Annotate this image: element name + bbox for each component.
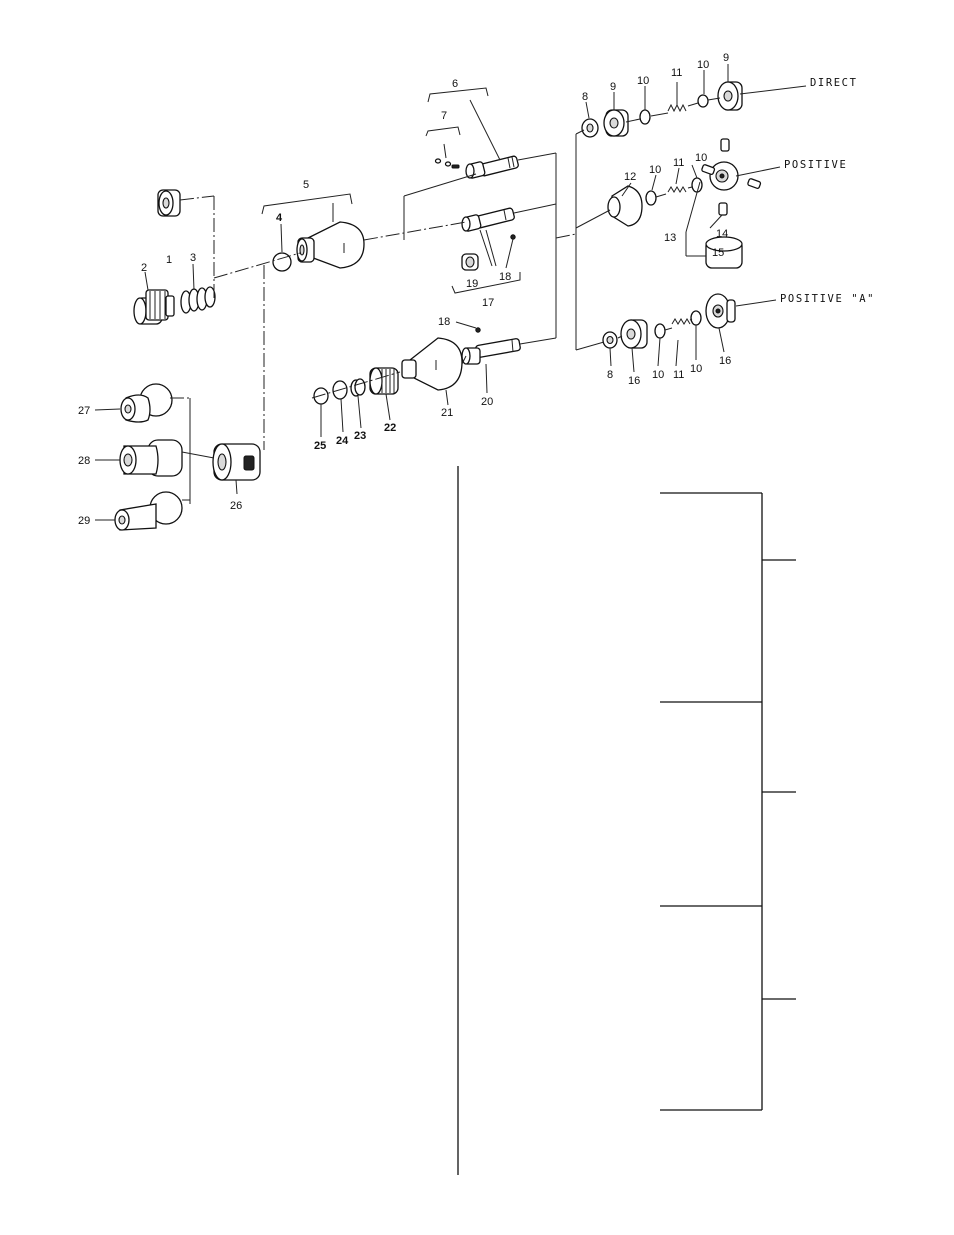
callout-24: 24 [336, 435, 349, 447]
part-3-spring [180, 286, 216, 314]
callout-1: 1 [166, 254, 172, 266]
part-25-ring [313, 387, 329, 405]
callout-19: 19 [466, 278, 478, 290]
part-end-cap [157, 189, 181, 217]
part-7-pins [434, 158, 460, 169]
part-12-clutch [607, 185, 643, 227]
callout-15: 15 [712, 247, 724, 259]
page-rules [457, 466, 796, 1175]
callout-5: 5 [303, 179, 309, 191]
part-10-ring-d [691, 177, 703, 193]
callout-16-right: 16 [719, 355, 731, 367]
part-16-clutch-left [620, 319, 648, 349]
parts-group [114, 81, 762, 531]
part-27-fitting [120, 383, 173, 423]
part-14-pins [701, 138, 762, 216]
callout-12: 12 [624, 171, 636, 183]
part-16-clutch-right [705, 293, 736, 329]
positive-a-clutch-row [602, 293, 736, 349]
callout-17: 17 [482, 297, 494, 309]
part-9-clutch-top-right [717, 81, 743, 111]
callout-labels: 1 2 3 4 5 6 7 8 9 10 11 10 9 DIRECT 10 1… [78, 52, 875, 527]
direct-clutch-row [581, 81, 743, 138]
callout-16-left: 16 [628, 375, 640, 387]
part-23-washer [350, 378, 366, 397]
callout-29: 29 [78, 515, 90, 527]
callout-4: 4 [276, 212, 283, 224]
callout-21: 21 [441, 407, 453, 419]
part-6-shaft [465, 155, 519, 179]
part-19-nut [461, 253, 479, 271]
callout-11-a: 11 [671, 67, 682, 79]
part-18-ball-lower [475, 327, 481, 333]
label-direct: DIRECT [810, 77, 858, 89]
callout-2: 2 [141, 262, 147, 274]
callout-11-c: 11 [673, 369, 684, 381]
callout-10-e: 10 [652, 369, 664, 381]
callout-9-top-right: 9 [723, 52, 729, 64]
callout-13: 13 [664, 232, 676, 244]
part-5-housing [296, 221, 365, 269]
callout-11-b: 11 [673, 157, 684, 169]
callout-8-bottom: 8 [607, 369, 613, 381]
part-15-sleeve [705, 236, 743, 269]
callout-6: 6 [452, 78, 458, 90]
part-10-ring-c [645, 190, 657, 206]
part-2-valve [133, 289, 175, 325]
callout-27: 27 [78, 405, 90, 417]
part-29-fitting [114, 491, 183, 531]
callout-18-lower: 18 [438, 316, 450, 328]
part-10-ring-f [690, 310, 702, 326]
callout-10-b: 10 [697, 59, 709, 71]
part-10-ring-a [639, 109, 651, 125]
callout-8-top: 8 [582, 91, 588, 103]
callout-9-top-left: 9 [610, 81, 616, 93]
part-9-clutch-top-left [603, 109, 629, 137]
callout-18-upper: 18 [499, 271, 511, 283]
callout-10-f: 10 [690, 363, 702, 375]
callout-26: 26 [230, 500, 242, 512]
label-positive: POSITIVE [784, 159, 847, 171]
positive-clutch-row [607, 138, 762, 269]
callout-22: 22 [384, 422, 396, 434]
part-28-fitting [119, 439, 183, 477]
callout-23: 23 [354, 430, 366, 442]
callout-25: 25 [314, 440, 326, 452]
callout-14: 14 [716, 228, 728, 240]
callout-10-d: 10 [695, 152, 707, 164]
label-positive-a: POSITIVE "A" [780, 293, 875, 305]
callout-28: 28 [78, 455, 90, 467]
callout-10-c: 10 [649, 164, 661, 176]
callout-20: 20 [481, 396, 493, 408]
part-20-shaft [461, 338, 521, 365]
part-11-spring-b [667, 186, 687, 193]
leader-lines [94, 64, 807, 521]
callout-3: 3 [190, 252, 196, 264]
part-10-ring-e [654, 323, 666, 339]
part-26-coupling [212, 443, 261, 481]
part-22-ring-gear [369, 367, 399, 395]
part-11-spring-c [671, 318, 691, 325]
part-10-ring-b [697, 94, 709, 108]
callout-10-a: 10 [637, 75, 649, 87]
part-21-housing [401, 337, 463, 391]
part-4-o-ring [272, 252, 292, 272]
part-18-ball-upper [510, 234, 516, 240]
callout-7: 7 [441, 110, 447, 122]
part-13-clutch-body [709, 161, 739, 191]
part-17-shaft [461, 207, 515, 232]
